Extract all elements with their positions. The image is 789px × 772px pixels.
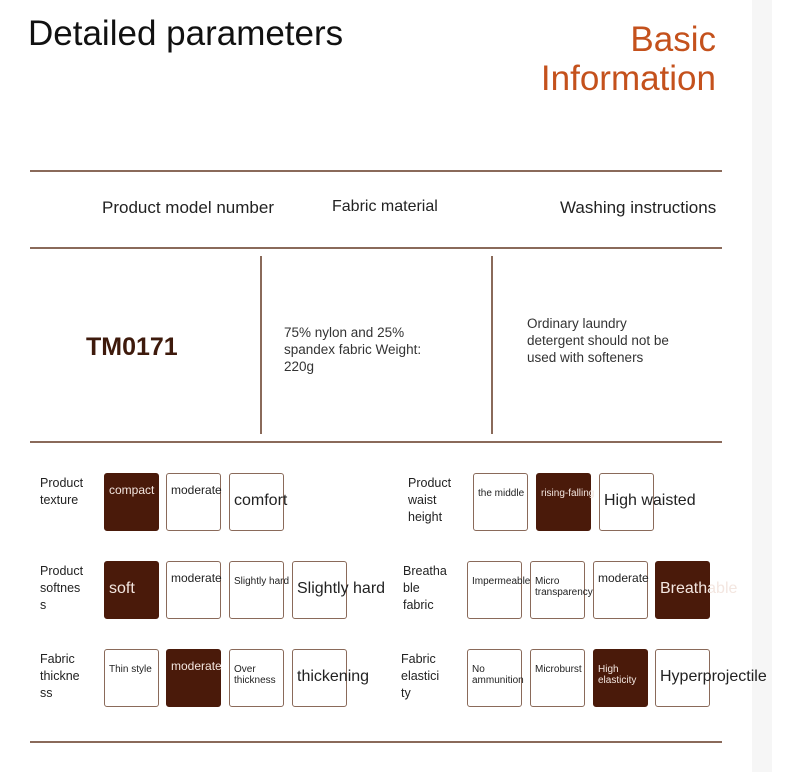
option-box: High elasticity [593,649,648,707]
option-text: High elasticity [598,664,637,686]
option-box: moderate [166,473,222,531]
option-box: Slightly hard [292,561,385,619]
option-box: Breathable [655,561,737,619]
header-model: Product model number [102,198,274,217]
option-box: Slightly hard [229,561,289,619]
header-washing: Washing instructions [560,198,717,217]
option-text: Slightly hard [297,580,386,597]
option-box: Microburst [530,649,585,707]
option-box: Thin style [104,649,159,707]
parameter-label: Product waist height [408,476,452,524]
divider [30,170,722,172]
parameter-label: Fabric elastici ty [401,652,440,700]
option-box: Over thickness [229,649,284,707]
divider [30,247,722,249]
divider [30,441,722,443]
option-text: compact [109,483,155,497]
option-text: Breathable [660,580,738,597]
option-text: No ammunition [472,664,524,686]
option-box: moderate [166,561,222,619]
parameter-label: Product softnes s [40,564,84,612]
parameter-label: Breatha ble fabric [403,564,447,612]
option-box: compact [104,473,159,531]
option-box: High waisted [599,473,696,531]
option-text: comfort [234,492,288,509]
option-text: Micro transparency [535,576,593,598]
parameter-label: Fabric thickne ss [40,652,80,700]
option-box: moderate [593,561,649,619]
option-box: Impermeable [467,561,530,619]
option-text: moderate [171,483,222,497]
option-box: Micro transparency [530,561,593,619]
option-box: thickening [292,649,369,707]
option-box: Hyperprojectile [655,649,767,707]
fabric-material: 75% nylon and 25% spandex fabric Weight:… [284,325,422,374]
option-text: Over thickness [234,664,276,686]
option-box: rising-falling [536,473,594,531]
parameter-label: Product texture [40,476,84,507]
option-text: moderate [171,571,222,585]
option-box: No ammunition [467,649,524,707]
option-text: moderate [598,571,649,585]
divider [30,741,722,743]
washing-instructions: Ordinary laundry detergent should not be… [527,316,669,365]
divider [260,256,262,434]
divider [491,256,493,434]
option-text: soft [109,580,135,597]
option-text: Thin style [109,664,152,675]
option-text: thickening [297,668,370,685]
section-title: Basic Information [540,20,716,98]
model-number: TM0171 [86,333,178,361]
option-text: the middle [478,488,525,499]
side-strip [752,0,772,772]
option-text: Impermeable [472,576,531,587]
option-text: Hyperprojectile [660,668,767,685]
option-box: moderate [166,649,222,707]
option-box: comfort [229,473,288,531]
option-box: soft [104,561,159,619]
option-text: Slightly hard [234,576,290,587]
option-text: rising-falling [541,488,595,499]
header-fabric: Fabric material [332,198,438,215]
page-title: Detailed parameters [28,14,344,53]
option-text: High waisted [604,492,696,509]
option-text: Microburst [535,664,582,675]
option-box: the middle [473,473,528,531]
option-text: moderate [171,659,222,673]
